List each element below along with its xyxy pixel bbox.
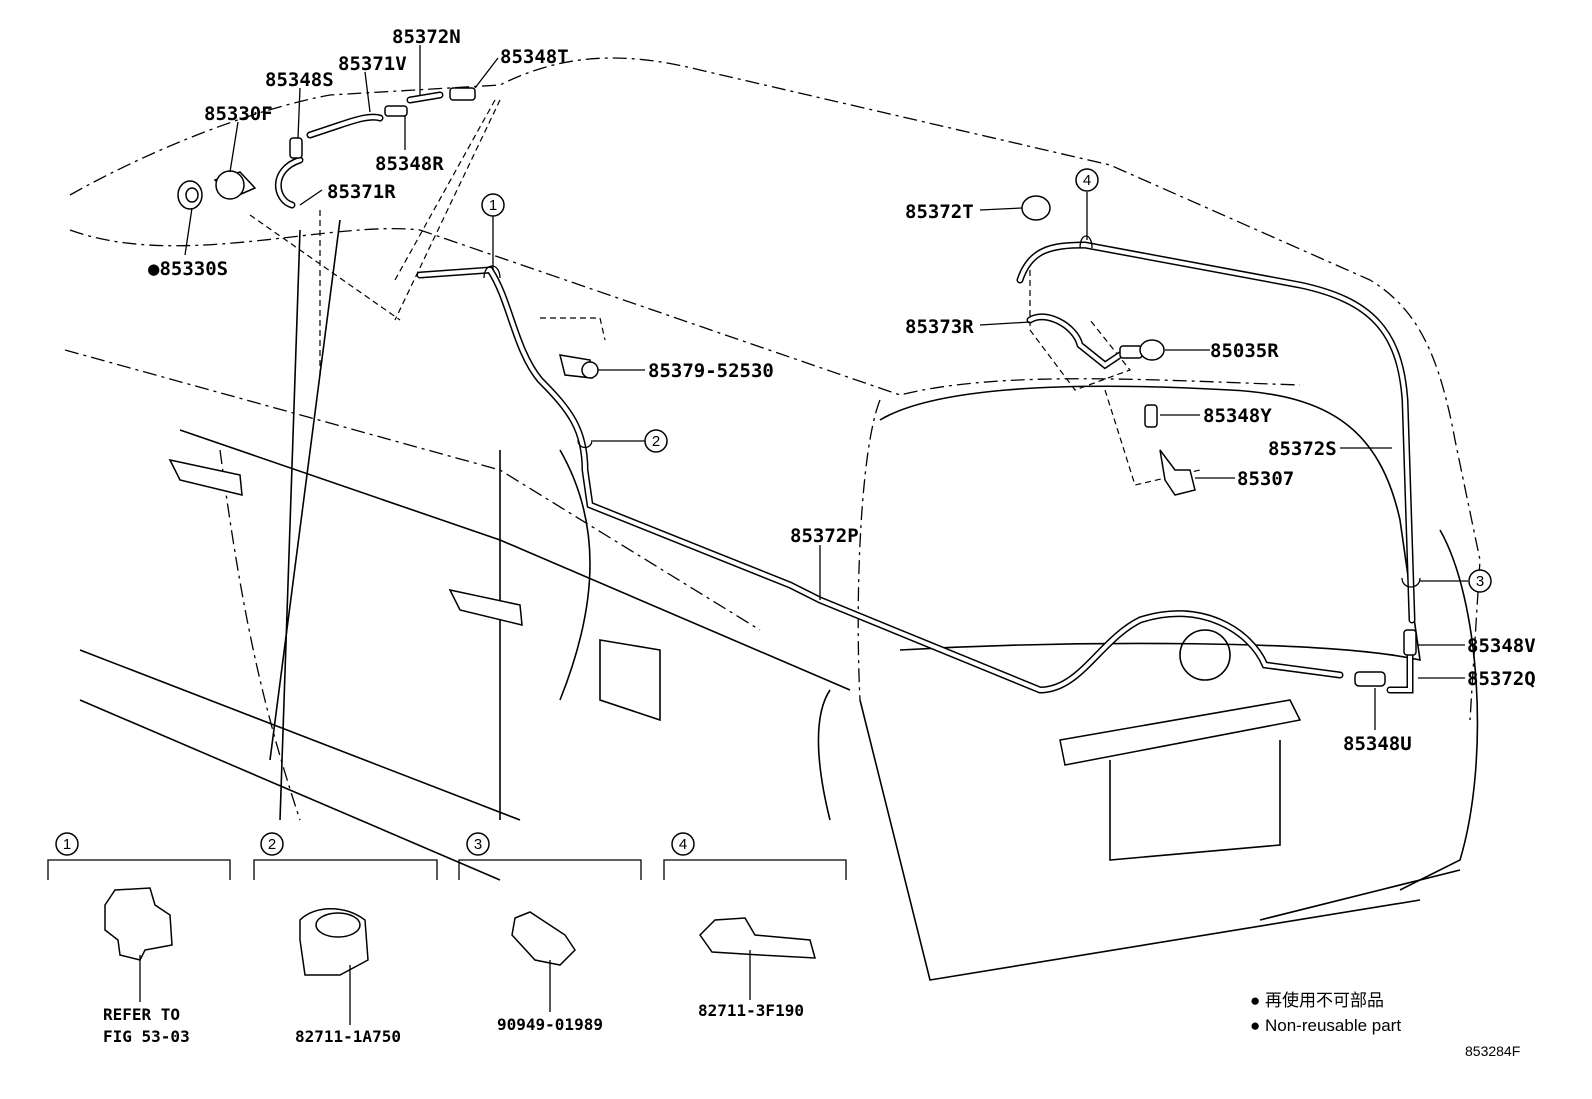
label-85372P: 85372P [790,525,859,547]
label-85372T: 85372T [905,201,974,223]
callout-labels: 85372N 85348T 85348S 85371V 85330F 85348… [148,26,1536,755]
clip-marker-2: 2 [652,433,660,450]
label-85330F: 85330F [204,103,273,125]
label-85372Q: 85372Q [1467,668,1536,690]
svg-text:4: 4 [679,836,687,853]
clip-markers: 1 2 3 4 [481,168,1492,593]
clip-2-line1: 82711-1A750 [295,1027,401,1046]
hoses [274,91,1416,694]
label-85035R: 85035R [1210,340,1279,362]
legend-non-reusable-en: ● Non-reusable part [1250,1016,1401,1035]
clip-panel-3: 3 90949-01989 [458,832,642,1034]
diagram-id: 853284F [1465,1043,1520,1059]
clip-marker-1: 1 [489,197,497,214]
label-85330S: ●85330S [148,258,228,280]
label-85373R: 85373R [905,316,974,338]
label-85372S: 85372S [1268,438,1337,460]
label-85372N: 85372N [392,26,461,48]
vehicle-body-outline [64,57,1481,981]
legend: ● 再使用不可部品 ● Non-reusable part [1250,990,1401,1035]
label-85348V: 85348V [1467,635,1536,657]
label-85371V: 85371V [338,53,407,75]
connectors [177,87,1421,687]
label-85348U: 85348U [1343,733,1412,755]
label-85348R: 85348R [375,153,444,175]
clip-3-line1: 90949-01989 [497,1015,603,1034]
leader-lines [184,45,1468,730]
clip-panel-1: 1 REFER TO FIG 53-03 [47,832,231,1046]
label-85348T: 85348T [500,46,569,68]
legend-non-reusable-jp: ● 再使用不可部品 [1250,990,1384,1010]
label-85379-52530: 85379-52530 [648,360,774,382]
clip-4-line1: 82711-3F190 [698,1001,804,1020]
svg-text:1: 1 [63,836,71,853]
clip-1-line1: REFER TO [103,1005,180,1024]
clip-panel-4: 4 82711-3F190 [663,832,847,1020]
clip-1-line2: FIG 53-03 [103,1027,190,1046]
clip-marker-3: 3 [1476,573,1484,590]
label-85371R: 85371R [327,181,396,203]
label-85348S: 85348S [265,69,334,91]
label-85307: 85307 [1237,468,1294,490]
svg-text:3: 3 [474,836,482,853]
clip-marker-4: 4 [1083,172,1091,189]
svg-text:2: 2 [268,836,276,853]
clip-panel-2: 2 82711-1A750 [253,832,438,1046]
label-85348Y: 85348Y [1203,405,1272,427]
